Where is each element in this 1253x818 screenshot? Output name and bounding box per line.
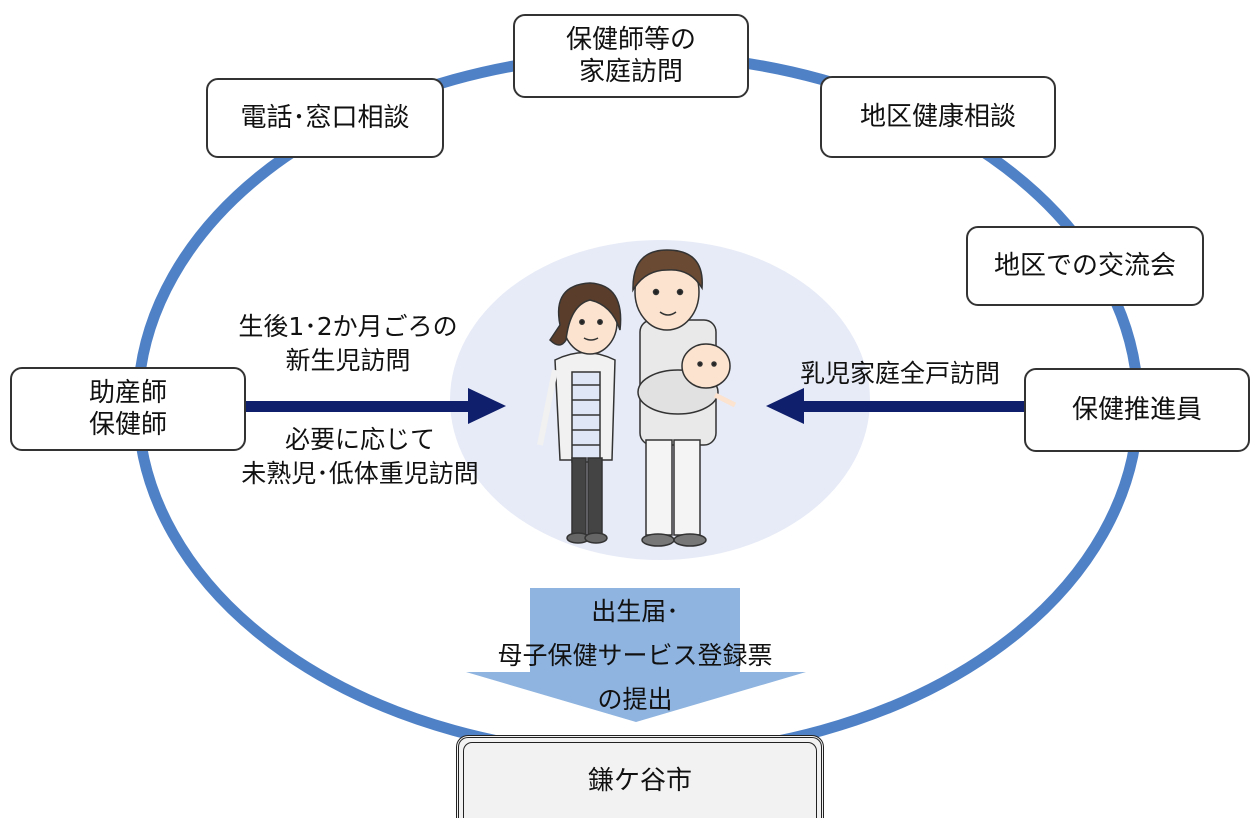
- health-promoter-box: 保健推進員: [1024, 368, 1250, 452]
- midwife-box: 助産師 保健師: [10, 367, 246, 451]
- baby-figure: [637, 343, 737, 415]
- city-box: 鎌ケ谷市: [456, 735, 824, 818]
- registration-label: 出生届･ 母子保健サービス登録票 の提出: [497, 597, 773, 714]
- city-label: 鎌ケ谷市: [587, 765, 692, 796]
- phone-counter-box: 電話･窓口相談: [206, 78, 444, 158]
- right-arrow: [766, 388, 1027, 424]
- down-arrow: [466, 588, 806, 722]
- family-illustration: [537, 249, 737, 547]
- home-visit-box: 保健師等の 家庭訪問: [513, 14, 749, 98]
- infant-visit-label: 乳児家庭全戸訪問: [799, 359, 1000, 388]
- mother-figure: [537, 282, 622, 544]
- city-box-inner-border: [463, 742, 817, 818]
- newborn-visit-label: 生後1･2か月ごろの 新生児訪問: [238, 312, 458, 375]
- district-health-box: 地区健康相談: [820, 76, 1056, 158]
- district-exchange-box: 地区での交流会: [966, 226, 1204, 306]
- left-arrow: [245, 388, 506, 424]
- premature-visit-label: 必要に応じて 未熟児･低体重児訪問: [241, 425, 479, 488]
